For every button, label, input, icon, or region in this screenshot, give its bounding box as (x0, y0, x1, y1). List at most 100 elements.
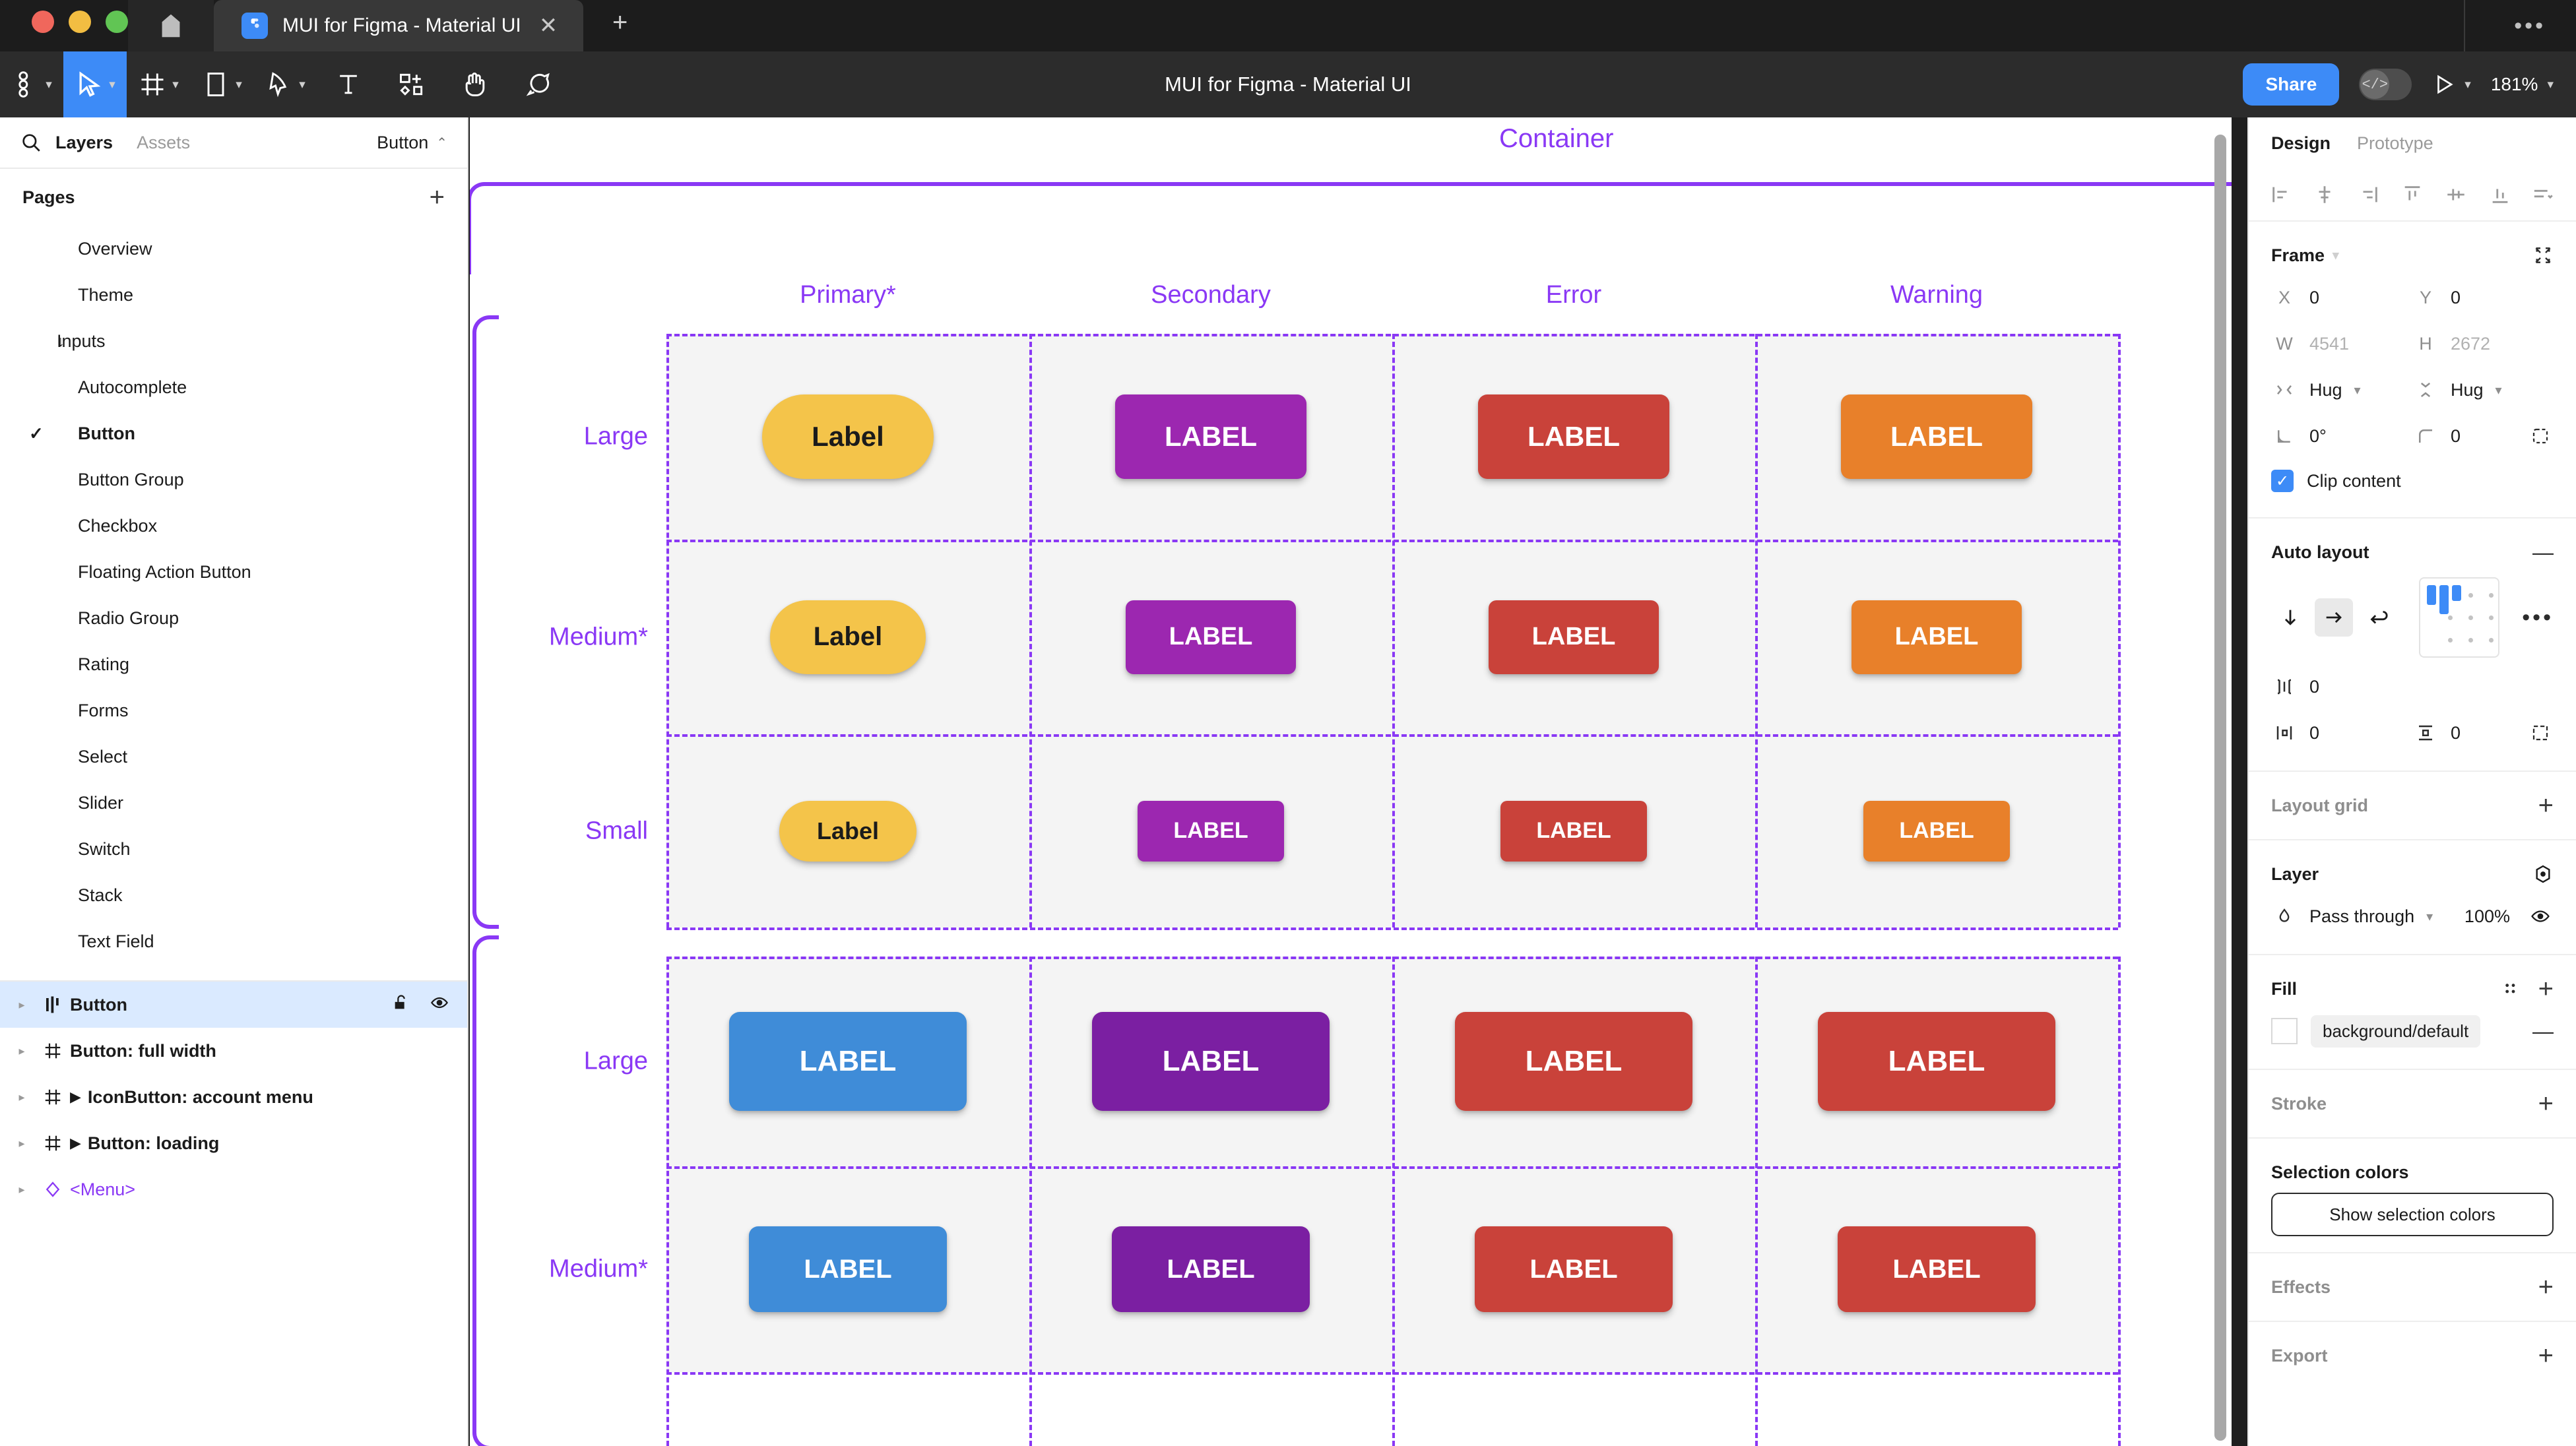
page-item-switch[interactable]: Switch (0, 826, 467, 872)
button-medium--error[interactable]: LABEL (1475, 1226, 1673, 1312)
page-item-button-group[interactable]: Button Group (0, 456, 467, 503)
present-button[interactable]: ▾ (2431, 73, 2471, 96)
button-large-error[interactable]: LABEL (1455, 1012, 1692, 1111)
remove-fill-button[interactable]: — (2532, 1019, 2554, 1043)
zoom-menu[interactable]: 181% ▾ (2491, 74, 2554, 95)
button-medium--secondary[interactable]: LABEL (1112, 1226, 1310, 1312)
expand-chevron-icon[interactable]: ▸ (18, 1182, 25, 1196)
visibility-eye-icon[interactable] (430, 993, 449, 1017)
pen-icon[interactable]: ▾ (253, 51, 317, 117)
x-field[interactable]: X 0 (2271, 288, 2412, 308)
independent-corners-icon[interactable] (2527, 426, 2554, 446)
button-small-warning[interactable]: LABEL (1863, 800, 2010, 862)
page-item-stack[interactable]: Stack (0, 872, 467, 918)
width-field[interactable]: W 4541 (2271, 334, 2412, 354)
align-bottom-icon[interactable] (2485, 179, 2515, 210)
page-item-inputs[interactable]: ↓Inputs (0, 318, 467, 364)
page-item-select[interactable]: Select (0, 734, 467, 780)
page-selector[interactable]: Button ⌃ (377, 133, 447, 153)
remove-auto-layout-button[interactable]: — (2532, 540, 2554, 564)
layer-row[interactable]: ▸▶IconButton: account menu (0, 1074, 467, 1120)
tab-prototype[interactable]: Prototype (2357, 133, 2433, 153)
add-fill-button[interactable]: + (2538, 974, 2554, 1003)
blend-mode-field[interactable]: Pass through ▾ (2271, 906, 2452, 927)
text-icon[interactable] (317, 51, 380, 117)
frame-name-label[interactable]: Container (1499, 124, 1614, 153)
tab-assets[interactable]: Assets (137, 132, 191, 152)
layer-row[interactable]: ▸Button: full width (0, 1028, 467, 1074)
button-medium--primary-[interactable]: Label (770, 600, 926, 674)
page-item-radio-group[interactable]: Radio Group (0, 595, 467, 641)
horizontal-resizing-field[interactable]: Hug ▾ (2271, 380, 2412, 400)
button-large-warning[interactable]: LABEL (1818, 1012, 2055, 1111)
page-item-autocomplete[interactable]: Autocomplete (0, 364, 467, 410)
button-small-primary-[interactable]: Label (779, 800, 917, 862)
add-layout-grid-button[interactable]: + (2538, 791, 2554, 820)
dev-mode-toggle[interactable]: </> (2359, 69, 2412, 100)
close-tab-button[interactable]: ✕ (538, 13, 558, 38)
expand-chevron-icon[interactable]: ▸ (18, 1136, 25, 1150)
close-window-button[interactable] (32, 11, 54, 33)
expand-triangle-icon[interactable]: ▶ (70, 1135, 81, 1151)
button-medium--warning[interactable]: LABEL (1852, 600, 2022, 674)
button-large-error[interactable]: LABEL (1478, 394, 1669, 479)
tab-design[interactable]: Design (2271, 133, 2331, 153)
fill-style-name[interactable]: background/default (2311, 1015, 2481, 1048)
vertical-padding-field[interactable]: 0 (2412, 723, 2554, 743)
fill-styles-icon[interactable] (2500, 978, 2521, 999)
expand-chevron-icon[interactable]: ▸ (18, 1090, 25, 1104)
align-left-icon[interactable] (2266, 179, 2296, 210)
button-large-primary-[interactable]: Label (762, 394, 934, 479)
expand-chevron-icon[interactable]: ▸ (18, 997, 25, 1011)
expand-chevron-icon[interactable]: ▸ (18, 1044, 25, 1057)
page-item-forms[interactable]: Forms (0, 687, 467, 734)
y-field[interactable]: Y 0 (2412, 288, 2554, 308)
share-button[interactable]: Share (2243, 63, 2340, 106)
add-stroke-button[interactable]: + (2538, 1089, 2554, 1118)
fill-color-swatch[interactable] (2271, 1018, 2298, 1044)
direction-wrap-icon[interactable] (2358, 598, 2397, 637)
direction-horizontal-icon[interactable] (2315, 598, 2353, 637)
expand-triangle-icon[interactable]: ▶ (70, 1088, 81, 1105)
page-item-button[interactable]: ✓Button (0, 410, 467, 456)
page-item-slider[interactable]: Slider (0, 780, 467, 826)
align-vertical-center-icon[interactable] (2441, 179, 2471, 210)
align-top-icon[interactable] (2397, 179, 2428, 210)
new-tab-button[interactable]: + (612, 8, 628, 37)
corner-radius-field[interactable]: 0 (2412, 426, 2554, 447)
home-button[interactable] (128, 0, 214, 51)
button-medium--error[interactable]: LABEL (1489, 600, 1659, 674)
align-horizontal-center-icon[interactable] (2309, 179, 2340, 210)
gap-field[interactable]: 0 (2271, 677, 2412, 697)
layer-row[interactable]: ▸▶Button: loading (0, 1120, 467, 1166)
browser-tab[interactable]: MUI for Figma - Material UI ✕ (214, 0, 583, 51)
button-large-warning[interactable]: LABEL (1841, 394, 2032, 479)
button-large-secondary[interactable]: LABEL (1115, 394, 1306, 479)
resources-icon[interactable] (380, 51, 443, 117)
add-effect-button[interactable]: + (2538, 1273, 2554, 1302)
chevron-down-icon[interactable]: ▾ (2333, 248, 2339, 263)
frame-icon[interactable]: ▾ (127, 51, 190, 117)
visibility-eye-icon[interactable] (2527, 906, 2554, 926)
auto-layout-alignment-grid[interactable] (2419, 577, 2500, 658)
button-small-error[interactable]: LABEL (1500, 800, 1647, 862)
resize-to-fit-icon[interactable] (2532, 245, 2554, 266)
opacity-field[interactable]: 100% (2452, 906, 2554, 927)
align-right-icon[interactable] (2354, 179, 2384, 210)
button-medium--warning[interactable]: LABEL (1838, 1226, 2036, 1312)
page-item-theme[interactable]: Theme (0, 272, 467, 318)
move-cursor-icon[interactable]: ▾ (63, 51, 127, 117)
comment-icon[interactable] (507, 51, 570, 117)
page-item-checkbox[interactable]: Checkbox (0, 503, 467, 549)
add-export-button[interactable]: + (2538, 1341, 2554, 1370)
rotation-field[interactable]: 0° (2271, 426, 2412, 447)
horizontal-padding-field[interactable]: 0 (2271, 723, 2412, 743)
page-item-text-field[interactable]: Text Field (0, 918, 467, 964)
layer-settings-icon[interactable] (2532, 864, 2554, 885)
hand-icon[interactable] (443, 51, 507, 117)
layer-row[interactable]: ▸<Menu> (0, 1166, 467, 1212)
direction-vertical-icon[interactable] (2271, 598, 2309, 637)
shape-rectangle-icon[interactable]: ▾ (190, 51, 253, 117)
canvas-vertical-scrollbar[interactable] (2214, 135, 2226, 1441)
